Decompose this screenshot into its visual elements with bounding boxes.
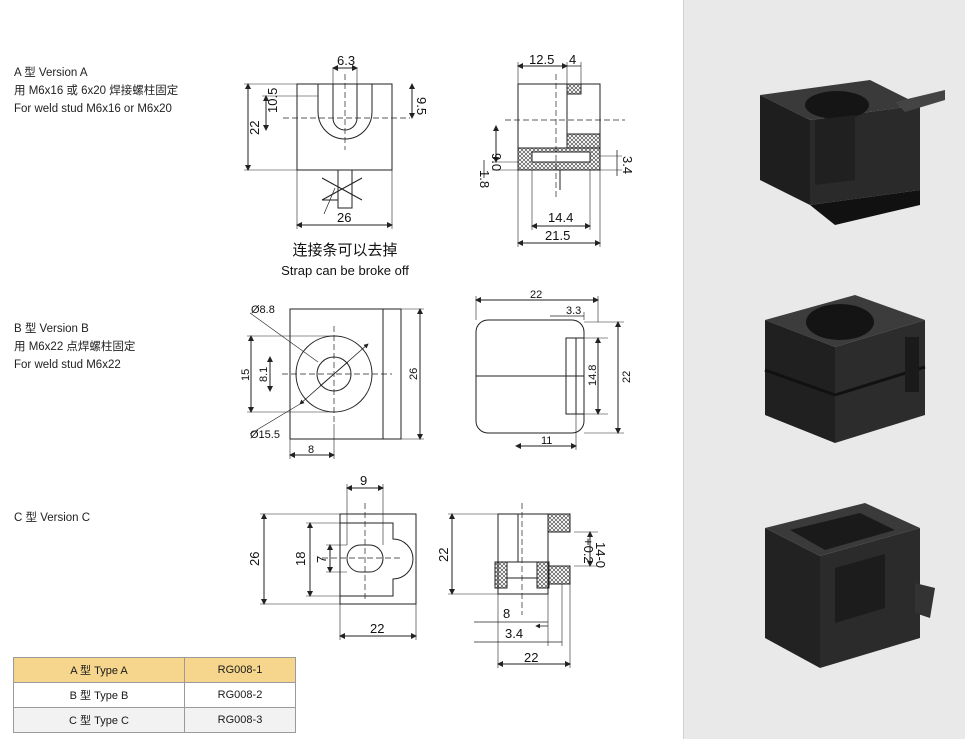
strap-note-cn: 连接条可以去掉	[292, 242, 397, 259]
dim-b-side-11: 11	[541, 435, 552, 447]
product-photo-version-a	[760, 80, 945, 225]
dim-c-side-22: 22	[524, 650, 538, 665]
dim-c-side-3-4: 3.4	[505, 626, 523, 641]
dim-c-front-18: 18	[293, 552, 308, 566]
strap-note-en: Strap can be broke off	[281, 263, 409, 278]
type-cell: A 型 Type A	[13, 657, 185, 683]
dim-a-side-4: 4	[569, 52, 576, 67]
dim-b-front-diam-8-8: Ø8.8	[251, 304, 275, 316]
version-b-line-cn: 用 M6x22 点焊螺柱固定	[14, 341, 136, 353]
product-photo-version-b	[764, 295, 926, 443]
dim-b-side-3-3: 3.3	[566, 305, 581, 317]
dim-a-front-22: 22	[247, 121, 262, 135]
version-a-side-view	[483, 62, 625, 247]
version-a-title: A 型 Version A	[14, 67, 88, 79]
dim-b-front-diam-15-5: Ø15.5	[250, 429, 280, 441]
dim-c-side-8: 8	[503, 606, 510, 621]
type-cell: C 型 Type C	[13, 707, 185, 733]
dim-a-front-10-5: 10.5	[265, 88, 280, 113]
dim-b-front-26: 26	[408, 368, 420, 380]
dim-a-front-6-3: 6.3	[337, 53, 355, 68]
dim-a-front-26: 26	[337, 210, 351, 225]
version-a-front-view	[244, 65, 415, 229]
version-b-title: B 型 Version B	[14, 323, 89, 335]
version-b-line-en: For weld stud M6x22	[14, 359, 121, 371]
version-b-side-view	[475, 296, 624, 450]
version-a-line-cn: 用 M6x16 或 6x20 焊接螺柱固定	[14, 85, 179, 97]
type-code-table: A 型 Type A RG008-1 B 型 Type B RG008-2 C …	[13, 657, 296, 733]
dim-a-side-14-4: 14.4	[548, 210, 573, 225]
code-cell: RG008-1	[184, 657, 296, 683]
dim-b-side-22: 22	[530, 289, 542, 301]
product-photo-version-c	[765, 503, 935, 668]
dim-a-side-3-4: 3.4	[620, 156, 635, 174]
dim-a-front-9-5: 9.5	[414, 97, 429, 115]
table-row: B 型 Type B RG008-2	[13, 682, 296, 708]
dim-b-side-14-8: 14.8	[587, 365, 599, 386]
version-c-description: C 型 Version C	[14, 509, 90, 527]
version-c-front-view	[260, 484, 417, 640]
dim-b-front-15: 15	[240, 369, 252, 381]
version-b-front-view	[247, 308, 424, 459]
dim-b-front-8-1: 8.1	[258, 367, 270, 382]
type-cell: B 型 Type B	[13, 682, 185, 708]
dim-c-front-26: 26	[247, 552, 262, 566]
code-cell: RG008-2	[184, 682, 296, 708]
version-c-side-view	[448, 503, 598, 668]
dim-b-side-22-height: 22	[621, 371, 633, 383]
table-row: A 型 Type A RG008-1	[13, 657, 296, 683]
version-c-title: C 型 Version C	[14, 512, 91, 524]
version-b-description: B 型 Version B 用 M6x22 点焊螺柱固定 For weld st…	[14, 320, 135, 374]
dim-b-front-8: 8	[308, 444, 314, 456]
version-a-line-en: For weld stud M6x16 or M6x20	[14, 103, 172, 115]
dim-c-side-tolerance: +0.2	[581, 538, 596, 564]
dim-c-front-22: 22	[370, 621, 384, 636]
dim-a-side-9-0: 9.0	[489, 153, 504, 171]
table-row: C 型 Type C RG008-3	[13, 707, 296, 733]
dim-c-front-9: 9	[360, 473, 367, 488]
dim-c-side-22-height: 22	[436, 548, 451, 562]
code-cell: RG008-3	[184, 707, 296, 733]
dim-c-front-7: 7	[314, 556, 329, 563]
dim-c-side-14: 14-0	[593, 542, 608, 568]
technical-drawings: 6.3 10.5 22 9.5 26 12.5 4 9.0 1.8 3.4 14…	[240, 52, 635, 668]
dim-a-side-1-8: 1.8	[477, 170, 492, 188]
version-a-description: A 型 Version A 用 M6x16 或 6x20 焊接螺柱固定 For …	[14, 64, 178, 118]
dim-a-side-21-5: 21.5	[545, 228, 570, 243]
panel-divider	[683, 0, 684, 739]
dim-a-side-12-5: 12.5	[529, 52, 554, 67]
